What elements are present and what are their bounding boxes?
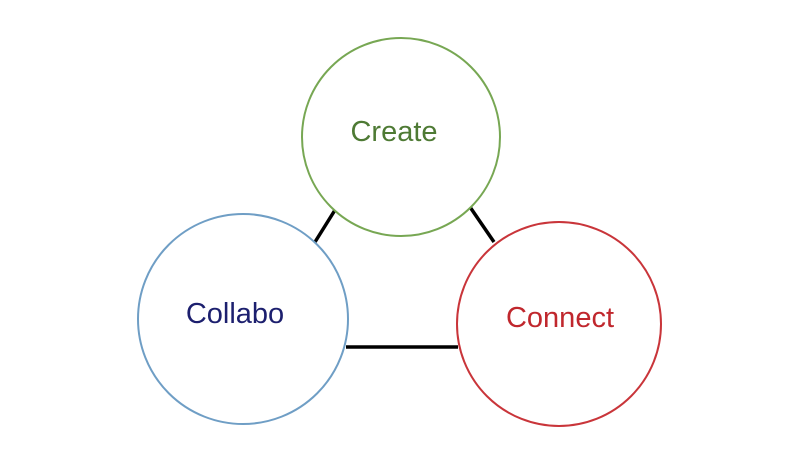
- edge-create-connect: [468, 206, 496, 243]
- node-label-collabo: Collabo: [186, 298, 284, 330]
- edge-create-collabo: [313, 209, 337, 243]
- node-circle-collabo: [137, 213, 349, 425]
- node-circle-connect: [456, 221, 662, 427]
- node-circle-create: [301, 37, 501, 237]
- node-label-connect: Connect: [506, 302, 614, 334]
- node-label-create: Create: [350, 116, 437, 148]
